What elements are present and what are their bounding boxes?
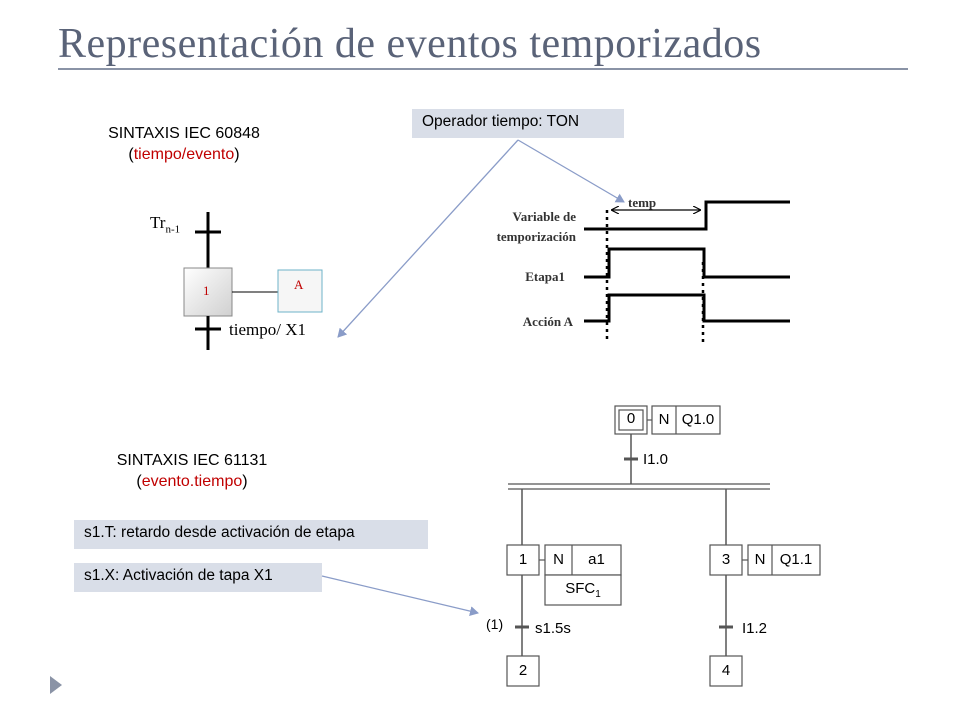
sfc-step4-number: 4: [721, 662, 731, 679]
sfc-step3: [709, 544, 743, 576]
timing-temp-label: temp: [628, 195, 657, 210]
sfc-step2: [506, 655, 540, 687]
slide-bullet-icon: [50, 676, 62, 694]
sfc-transition-i12-label: I1.2: [742, 620, 768, 637]
sfc-action1-box: [544, 544, 622, 576]
callout-operator-ton: Operador tiempo: TON: [412, 109, 624, 138]
page-title: Representación de eventos temporizados: [58, 21, 762, 67]
sfc-step1-number: 1: [518, 551, 528, 568]
sfc-61131: [506, 405, 821, 687]
timing-diagram: [584, 200, 790, 342]
sfc-step2-number: 2: [518, 662, 528, 679]
title-underline: [58, 68, 908, 70]
sfc-action0-name: Q1.0: [681, 411, 715, 428]
grafcet1-condition: tiempo/ X1: [229, 320, 306, 339]
arrow-operator-to-condition: [337, 139, 519, 338]
sfc-sfc1-label: SFC1: [565, 580, 601, 600]
sfc-action0-qualifier: N: [658, 411, 670, 428]
timing-variable-line1: Variable de: [512, 209, 576, 224]
sfc-action1-name: a1: [588, 551, 605, 568]
syntax-60848-heading: SINTAXIS IEC 60848: [108, 125, 260, 142]
signal-accion: [584, 293, 790, 323]
grafcet1-transition-label: Trn-1: [150, 213, 181, 236]
syntax-60848-expression: (tiempo/evento): [128, 146, 240, 163]
grafcet1-step: [183, 267, 233, 317]
timing-accion-label: Acción A: [522, 314, 573, 329]
sfc-action1-qualifier: N: [553, 551, 564, 568]
sfc-step0-number: 0: [626, 410, 636, 427]
timing-etapa-label: Etapa1: [525, 269, 565, 284]
sfc-action0-box: [651, 405, 721, 435]
sfc-transition-number: (1): [486, 616, 504, 632]
arrow-s1x-to-transition: [321, 575, 479, 617]
syntax-61131-heading: SINTAXIS IEC 61131: [116, 452, 268, 469]
grafcet1-action-label: A: [294, 277, 304, 292]
callout-s1t: s1.T: retardo desde activación de etapa: [74, 520, 428, 549]
sfc-transition-i10-label: I1.0: [643, 451, 669, 468]
sfc-step4: [709, 655, 743, 687]
sfc-action3-name: Q1.1: [779, 551, 813, 568]
arrow-operator-to-temp: [517, 139, 625, 203]
syntax-60848-expr: tiempo/evento: [133, 146, 235, 163]
grafcet1-step-number: 1: [203, 283, 210, 298]
sfc-transition-s15s-label: s1.5s: [535, 620, 571, 637]
sfc-action3-box: [747, 544, 821, 576]
sfc-sfc1-box: [544, 574, 622, 606]
callout-s1x: s1.X: Activación de tapa X1: [74, 563, 322, 592]
grafcet1-action-box: [277, 269, 323, 313]
sfc-step3-number: 3: [721, 551, 731, 568]
syntax-61131-expression: (evento.tiempo): [136, 473, 248, 490]
signal-etapa1: [584, 247, 790, 279]
signal-variable: [584, 200, 790, 231]
sfc-step0-inner: [618, 409, 644, 431]
timing-variable-line2: temporización: [496, 229, 576, 244]
syntax-61131-expr: evento.tiempo: [141, 473, 243, 490]
sfc-action3-qualifier: N: [754, 551, 766, 568]
grafcet-60848: [183, 212, 323, 350]
